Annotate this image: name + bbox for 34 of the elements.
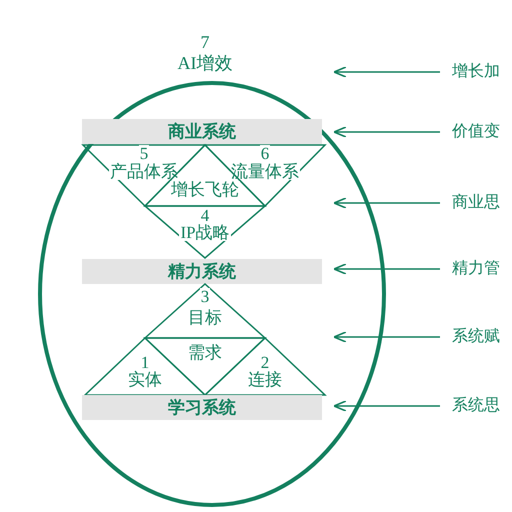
step-number: 6 (260, 145, 270, 162)
annotation-label: 精力管 (452, 260, 500, 278)
arrow (333, 263, 440, 275)
arrow (333, 126, 440, 138)
node-label: 实体 (127, 371, 163, 388)
system-band (82, 259, 322, 284)
node-label: 增长飞轮 (170, 181, 240, 198)
arrow (333, 66, 440, 78)
node-label: 目标 (187, 309, 223, 326)
step-number: 2 (260, 354, 270, 371)
step-number: 5 (138, 145, 150, 162)
system-band (82, 119, 322, 144)
step-number: 1 (140, 354, 150, 371)
node-label: 连接 (247, 371, 283, 388)
step-number: 7 (200, 32, 210, 52)
annotation-label: 增长加 (452, 63, 500, 81)
arrow (333, 400, 440, 412)
node-label: 产品体系 (109, 163, 179, 180)
band-title: 精力系统 (168, 261, 236, 283)
step-number: 3 (200, 288, 210, 305)
band-title: 学习系统 (168, 397, 236, 419)
annotation-label: 价值变 (452, 123, 500, 141)
system-band (82, 395, 322, 420)
annotation-label: 系统赋 (452, 328, 500, 346)
node-label: AI增效 (178, 53, 232, 73)
annotation-label: 系统思 (452, 397, 500, 415)
step-number: 4 (200, 207, 210, 224)
arrow (333, 331, 440, 343)
band-title: 商业系统 (168, 121, 236, 143)
node-label: 需求 (187, 344, 223, 361)
node-label: 流量体系 (230, 163, 300, 180)
node-label: IP战略 (179, 224, 231, 241)
annotation-label: 商业思 (452, 194, 500, 212)
arrow (333, 197, 440, 209)
